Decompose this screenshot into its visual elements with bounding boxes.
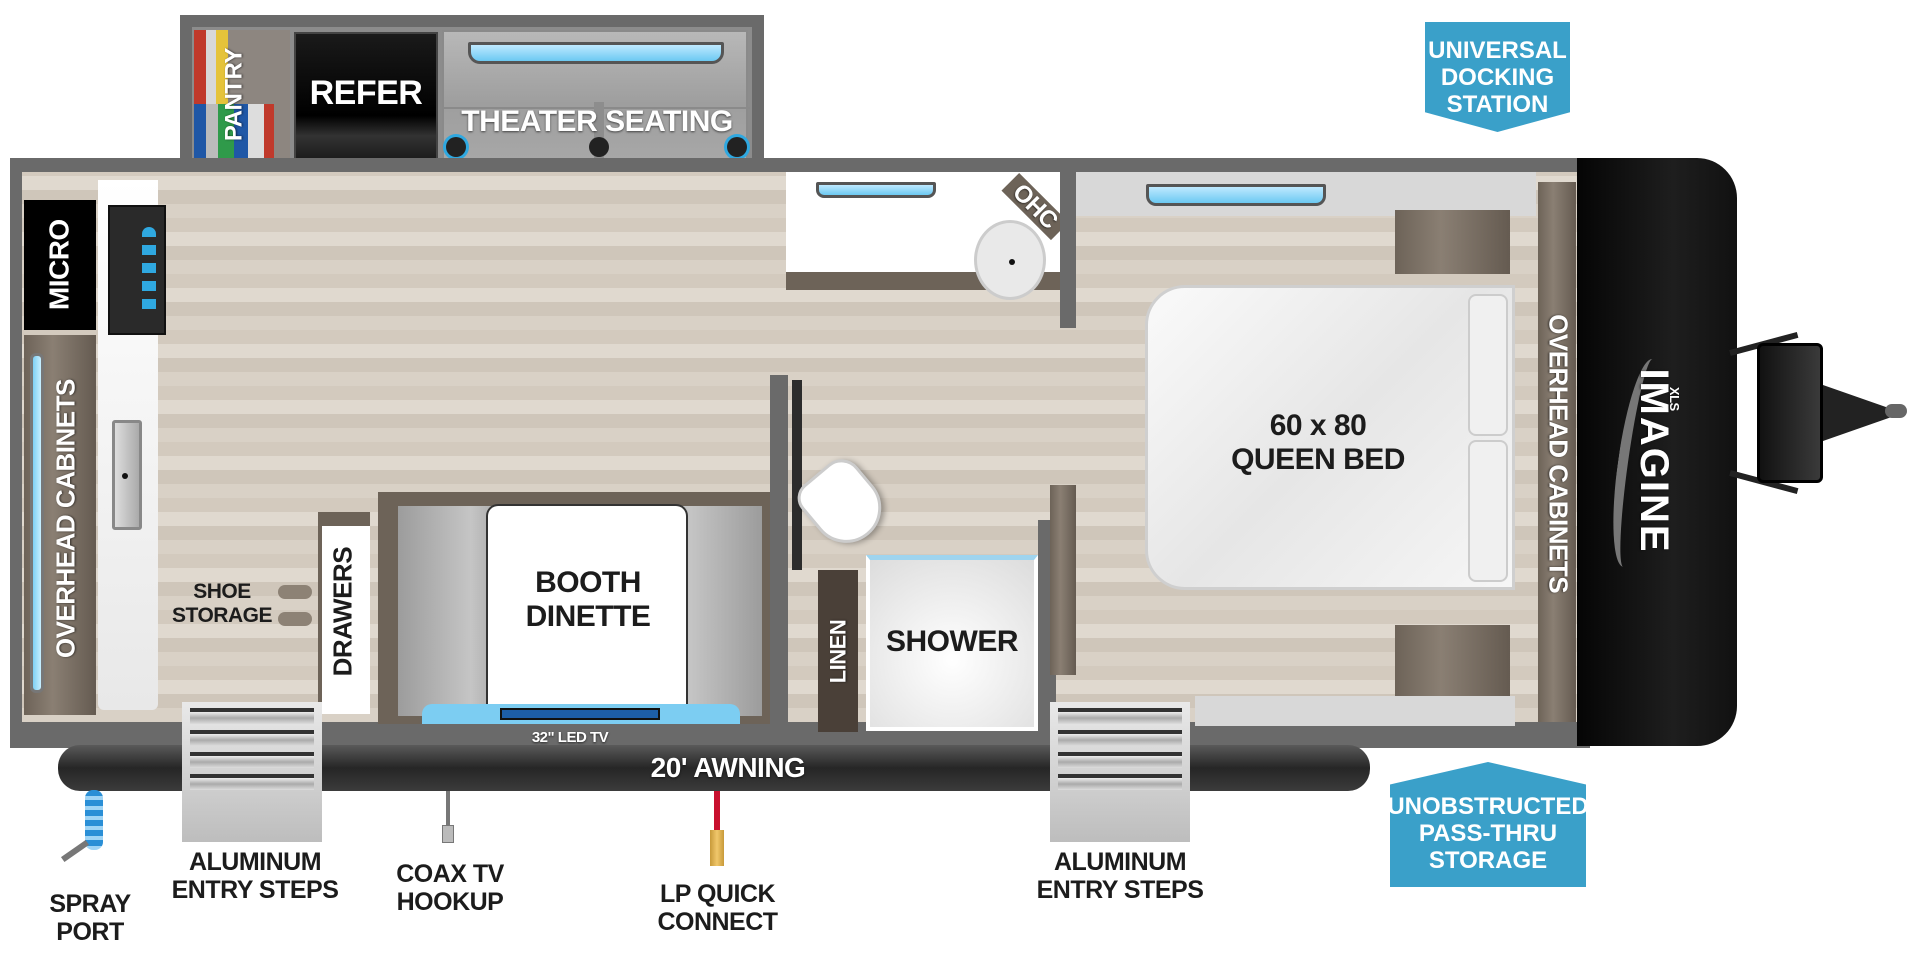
- drawers: DRAWERS: [318, 512, 370, 714]
- shoes-icon: [278, 585, 312, 599]
- lp-connector-icon: [710, 830, 724, 866]
- booth-dinette: BOOTH DINETTE: [378, 492, 778, 724]
- overhead-cabinets-right: OVERHEAD CABINETS: [1538, 182, 1576, 722]
- bath-door-icon: [792, 380, 802, 570]
- shower: SHOWER: [866, 555, 1038, 731]
- bath-wall-left: [770, 375, 788, 735]
- spray-port-label: SPRAY PORT: [49, 890, 131, 946]
- nightstand-top: [1395, 210, 1510, 274]
- micro: MICRO: [24, 200, 96, 330]
- refrigerator: REFER: [294, 32, 438, 172]
- pass-thru-storage-callout: UNOBSTRUCTED PASS-THRU STORAGE: [1390, 762, 1586, 887]
- overhead-cabinets-left-label: OVERHEAD CABINETS: [50, 379, 81, 659]
- imagine-logo: IMAGINE XLS: [1602, 338, 1712, 578]
- cupholder-icon: [727, 137, 747, 157]
- sink-icon: [112, 420, 142, 530]
- lp-quick-connect-label: LP QUICK CONNECT: [657, 880, 778, 936]
- bath-door-right: [1050, 485, 1076, 675]
- queen-bed: 60 x 80 QUEEN BED: [1145, 285, 1515, 590]
- awning-label: 20' AWNING: [650, 752, 806, 783]
- hitch-tongue: [1823, 410, 1903, 416]
- linen-label: LINEN: [825, 619, 851, 684]
- micro-label: MICRO: [43, 219, 75, 311]
- bedroom-lower-bar: [1195, 696, 1515, 726]
- coax-cable-icon: [446, 791, 450, 831]
- queen-bed-label: QUEEN BED: [1231, 443, 1405, 476]
- bath-vanity: OHC: [786, 172, 1069, 300]
- coax-tv-hookup-label: COAX TV HOOKUP: [396, 860, 504, 916]
- pantry: PANTRY: [194, 30, 290, 160]
- bedroom-window-bar: [1076, 172, 1536, 216]
- window-icon: [30, 353, 44, 693]
- booth-dinette-label: BOOTH DINETTE: [525, 566, 651, 633]
- led-tv-label: 32" LED TV: [531, 729, 609, 746]
- propane-box-icon: [1757, 343, 1823, 483]
- stove-icon: [108, 205, 166, 335]
- dinette-table: BOOTH DINETTE: [486, 504, 688, 704]
- nightstand-bottom: [1395, 625, 1510, 697]
- skylight-icon: [468, 42, 724, 64]
- pillow-icon: [1468, 294, 1508, 436]
- sink-icon: [974, 220, 1046, 300]
- front-cap: IMAGINE XLS: [1577, 158, 1737, 746]
- shoes-icon: [278, 612, 312, 626]
- refer-label: REFER: [309, 74, 423, 112]
- entry-steps-right-label: ALUMINUM ENTRY STEPS: [1036, 848, 1204, 904]
- pillow-icon: [1468, 440, 1508, 582]
- lp-line-icon: [714, 791, 720, 833]
- spray-hose-icon: [85, 790, 103, 850]
- bed-size-label: 60 x 80: [1269, 409, 1367, 442]
- shower-label: SHOWER: [886, 625, 1019, 658]
- cupholder-icon: [589, 137, 609, 157]
- theater-seating-label: THEATER SEATING: [461, 105, 733, 138]
- pantry-label: PANTRY: [220, 48, 248, 142]
- linen-cabinet: LINEN: [818, 570, 858, 732]
- universal-docking-station-callout: UNIVERSAL DOCKING STATION: [1425, 22, 1570, 132]
- drawers-label: DRAWERS: [327, 546, 358, 677]
- coax-connector-icon: [442, 825, 454, 843]
- skylight-icon: [816, 182, 936, 198]
- skylight-icon: [1146, 184, 1326, 206]
- entry-steps-left-label: ALUMINUM ENTRY STEPS: [171, 848, 339, 904]
- hitch-ball: [1885, 404, 1907, 418]
- overhead-cabinets-left: OVERHEAD CABINETS: [24, 335, 96, 715]
- shoe-storage-label: SHOE STORAGE: [172, 580, 272, 627]
- spray-nozzle-icon: [60, 839, 90, 863]
- bath-wall-top-right: [1060, 158, 1076, 328]
- entry-steps-left[interactable]: [182, 702, 322, 842]
- entry-steps-right[interactable]: [1050, 702, 1190, 842]
- tv-icon: [422, 704, 740, 724]
- cupholder-icon: [446, 137, 466, 157]
- overhead-cabinets-right-label: OVERHEAD CABINETS: [1543, 314, 1574, 594]
